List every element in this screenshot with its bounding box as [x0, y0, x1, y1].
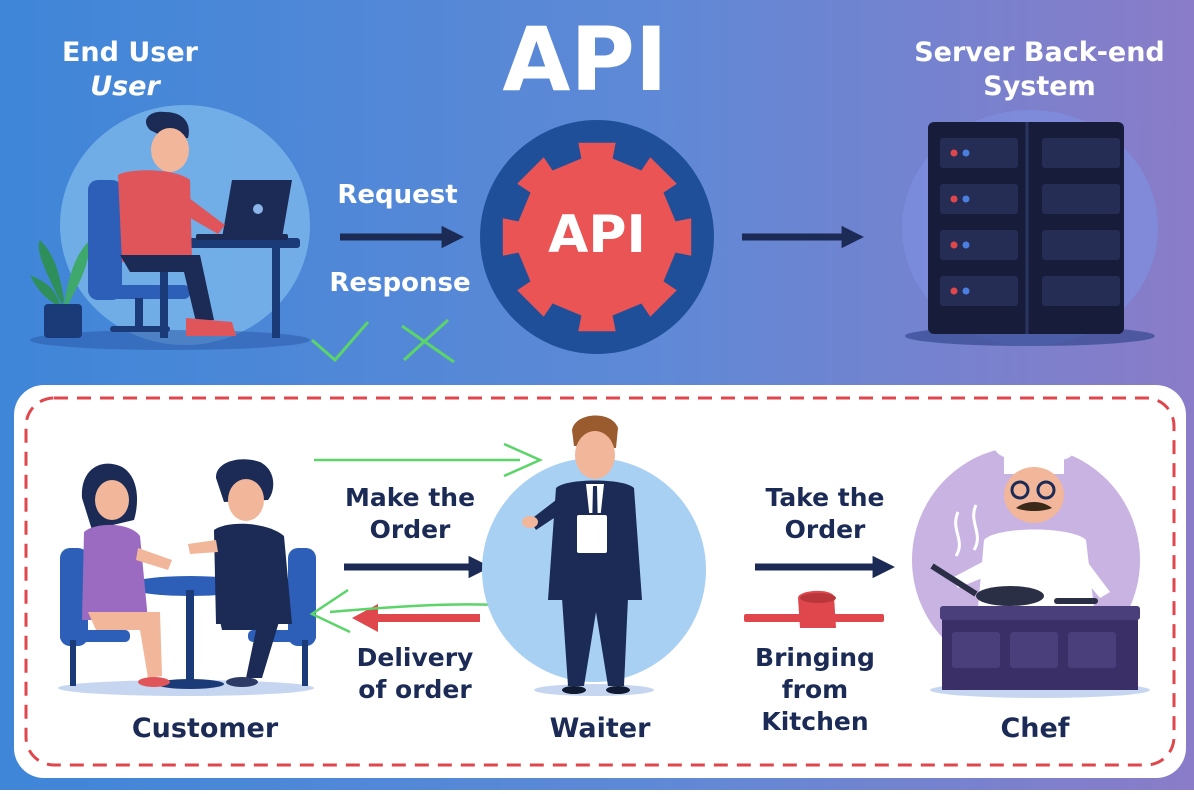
plant-icon — [30, 240, 90, 338]
delivery-label: Delivery — [356, 643, 474, 672]
server-led — [962, 195, 970, 203]
server-slot — [1042, 230, 1120, 260]
gear-icon — [502, 142, 692, 332]
end-user-label: End User — [61, 37, 198, 68]
end-user-sublabel: User — [90, 71, 160, 102]
server-slot — [940, 184, 1018, 214]
server-led — [950, 195, 958, 203]
take-order-label-2: Order — [784, 515, 866, 544]
make-order-label: Make the — [344, 483, 476, 512]
bringing-label-2: from Kitchen — [761, 675, 869, 736]
request-label: Request — [337, 180, 458, 210]
laptop-icon — [196, 180, 292, 240]
gear-api-label: API — [548, 205, 646, 265]
bringing-bar — [744, 590, 884, 628]
end-user-illustration — [30, 105, 310, 350]
notepad-icon — [575, 513, 609, 555]
delivery-label-2: of order — [358, 675, 472, 704]
server-slot — [1042, 184, 1120, 214]
chef-hat-icon — [992, 406, 1078, 474]
person-at-laptop — [118, 111, 236, 336]
server-slot — [1042, 138, 1120, 168]
kitchen-counter — [940, 606, 1140, 620]
chef-illustration — [912, 406, 1150, 698]
server-illustration — [902, 110, 1158, 346]
response-label: Response — [329, 268, 471, 298]
server-led — [962, 241, 970, 249]
check-icon — [311, 321, 370, 363]
server-slot — [940, 230, 1018, 260]
customers-illustration — [58, 459, 316, 696]
waiter-illustration — [482, 415, 706, 696]
server-slot — [940, 276, 1018, 306]
server-led — [950, 241, 958, 249]
cross-icon — [401, 318, 455, 364]
gear-shape — [502, 142, 692, 332]
server-sublabel: System — [983, 71, 1096, 102]
server-led — [950, 149, 958, 157]
chef-label: Chef — [1000, 713, 1070, 744]
server-led — [962, 287, 970, 295]
take-order-label: Take the — [765, 483, 885, 512]
server-label: Server Back-end — [914, 37, 1165, 68]
server-led — [950, 287, 958, 295]
customer-label: Customer — [131, 713, 279, 744]
server-led — [962, 149, 970, 157]
server-slot — [1042, 276, 1120, 306]
main-title: API — [502, 8, 668, 111]
delivery-arrow — [352, 604, 480, 632]
server-slot — [940, 138, 1018, 168]
api-gear-illustration — [480, 120, 714, 354]
make-order-label-2: Order — [369, 515, 451, 544]
pan-icon — [976, 586, 1044, 606]
analogy-dashed-border — [24, 396, 1176, 767]
waiter-label: Waiter — [549, 713, 651, 744]
bringing-label: Bringing — [755, 643, 875, 672]
